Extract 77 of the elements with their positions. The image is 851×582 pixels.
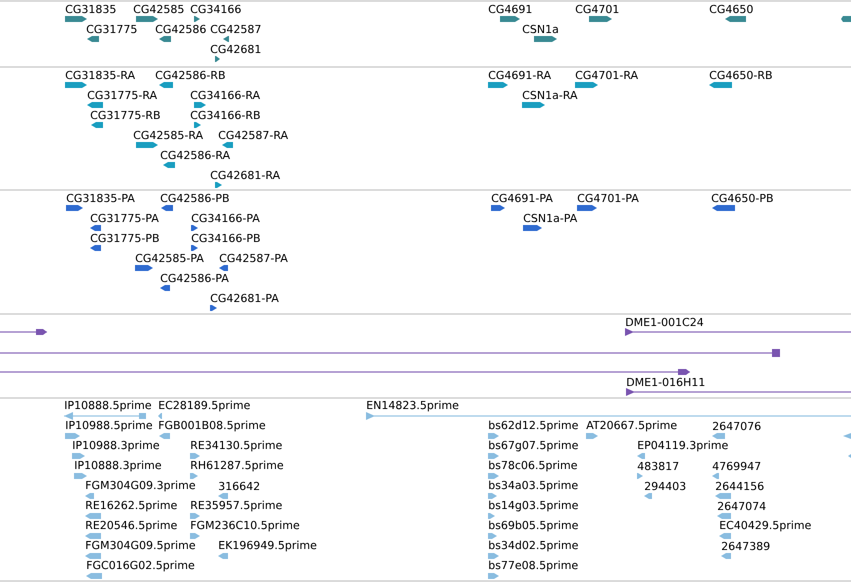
- feature-label: CG31835-PA: [66, 194, 135, 202]
- feature-label: 316642: [219, 482, 260, 490]
- feature-label: CG4691-PA: [492, 194, 553, 202]
- feature-label: CG42586-PB: [160, 194, 229, 202]
- feature-label: AT20667.5prime: [586, 420, 677, 432]
- feature-label: CG31775: [86, 24, 136, 34]
- feature-label: CG42586: [156, 24, 206, 34]
- feature-label: CG42585-PA: [136, 254, 204, 262]
- feature-label: CG4701-PA: [578, 194, 639, 202]
- feature-label: 2647074: [718, 502, 766, 510]
- feature-label: CG42587-RA: [218, 130, 288, 140]
- feature-label: CG4650-RB: [710, 70, 772, 80]
- feature-label: DME1-001C24: [626, 318, 704, 326]
- feature-label: RE20546.5prime: [86, 520, 177, 532]
- feature-label: IP10888.3prime: [75, 460, 162, 472]
- feature-label: CG4701: [576, 4, 618, 14]
- feature-label: 2647076: [713, 422, 760, 430]
- feature-label: CG42586-RB: [156, 70, 225, 80]
- feature-label: bs77e08.5prime: [489, 560, 578, 572]
- feature-label: EK196949.5prime: [219, 540, 316, 552]
- feature-label: CG4701-RA: [576, 70, 638, 80]
- feature-label: FGC016G02.5prime: [87, 560, 194, 572]
- feature-label: CG42681: [210, 44, 260, 54]
- feature-label: CSN1a-RA: [522, 90, 578, 100]
- feature-label: CG31775-PB: [90, 234, 159, 242]
- feature-label: CG4691-RA: [488, 70, 551, 80]
- feature-label: RE35957.5prime: [191, 500, 282, 512]
- feature-label: CG34166: [190, 4, 241, 14]
- feature-label: RE16262.5prime: [86, 500, 177, 512]
- feature-label: EC40429.5prime: [720, 520, 811, 532]
- feature-label: bs14g03.5prime: [489, 500, 578, 512]
- feature-label: CG42586-RA: [160, 150, 230, 160]
- feature-label: bs67g07.5prime: [489, 440, 578, 452]
- feature-label: CG4691: [488, 4, 532, 14]
- feature-label: IP10988.5prime: [66, 420, 152, 432]
- feature-label: bs78c06.5prime: [489, 460, 577, 472]
- feature-label: EC28189.5prime: [159, 400, 250, 412]
- feature-label: CG42681-PA: [210, 294, 279, 302]
- feature-label: CG34166-RB: [190, 110, 260, 120]
- feature-label: FGB001B08.5prime: [159, 420, 266, 432]
- feature-label: CG42681-RA: [210, 170, 280, 180]
- feature-label: IP10888.5prime: [65, 400, 152, 412]
- feature-label: CG42587-PA: [220, 254, 288, 262]
- feature-label: CG31775-RA: [88, 90, 157, 100]
- feature-label: IP10988.3prime: [73, 440, 159, 452]
- feature-label: 2647389: [722, 542, 770, 550]
- feature-label: CG31835-RA: [66, 70, 135, 80]
- feature-label: bs34d02.5prime: [489, 540, 578, 552]
- feature-label: CG4650: [710, 4, 753, 14]
- feature-label: 4769947: [712, 462, 760, 470]
- feature-label: 483817: [638, 462, 678, 470]
- feature-label: CG31775-PA: [90, 214, 159, 222]
- feature-label: FGM304G09.3prime: [86, 480, 195, 492]
- feature-label: CG4650-PB: [712, 194, 773, 202]
- feature-label: CG34166-RA: [190, 90, 260, 100]
- feature-label: bs69b05.5prime: [489, 520, 578, 532]
- feature-label: RE34130.5prime: [191, 440, 282, 452]
- feature-label: EN14823.5prime: [367, 400, 458, 412]
- feature-label: CG31835: [66, 4, 116, 14]
- feature-label: CSN1a: [522, 24, 558, 34]
- feature-label: CG42586-PA: [160, 274, 229, 282]
- feature-label: FGM304G09.5prime: [86, 540, 195, 552]
- feature-label: CG34166-PB: [192, 234, 260, 242]
- feature-label: FGM236C10.5prime: [191, 520, 300, 532]
- feature-label: CG42585: [134, 4, 184, 14]
- feature-label: EP04119.3prime: [638, 440, 728, 452]
- feature-label: CG34166-PA: [192, 214, 260, 222]
- feature-label: bs34a03.5prime: [489, 480, 578, 492]
- feature-label: RH61287.5prime: [191, 460, 284, 472]
- feature-label: bs62d12.5prime: [489, 420, 578, 432]
- feature-label: CSN1a-PA: [524, 214, 578, 222]
- feature-label: DME1-016H11: [627, 378, 704, 386]
- feature-label: CG42585-RA: [134, 130, 203, 140]
- feature-label: CG31775-RB: [90, 110, 160, 120]
- feature-label: 2644156: [716, 482, 764, 490]
- feature-label: 294403: [645, 482, 686, 490]
- feature-label: CG42587: [210, 24, 260, 34]
